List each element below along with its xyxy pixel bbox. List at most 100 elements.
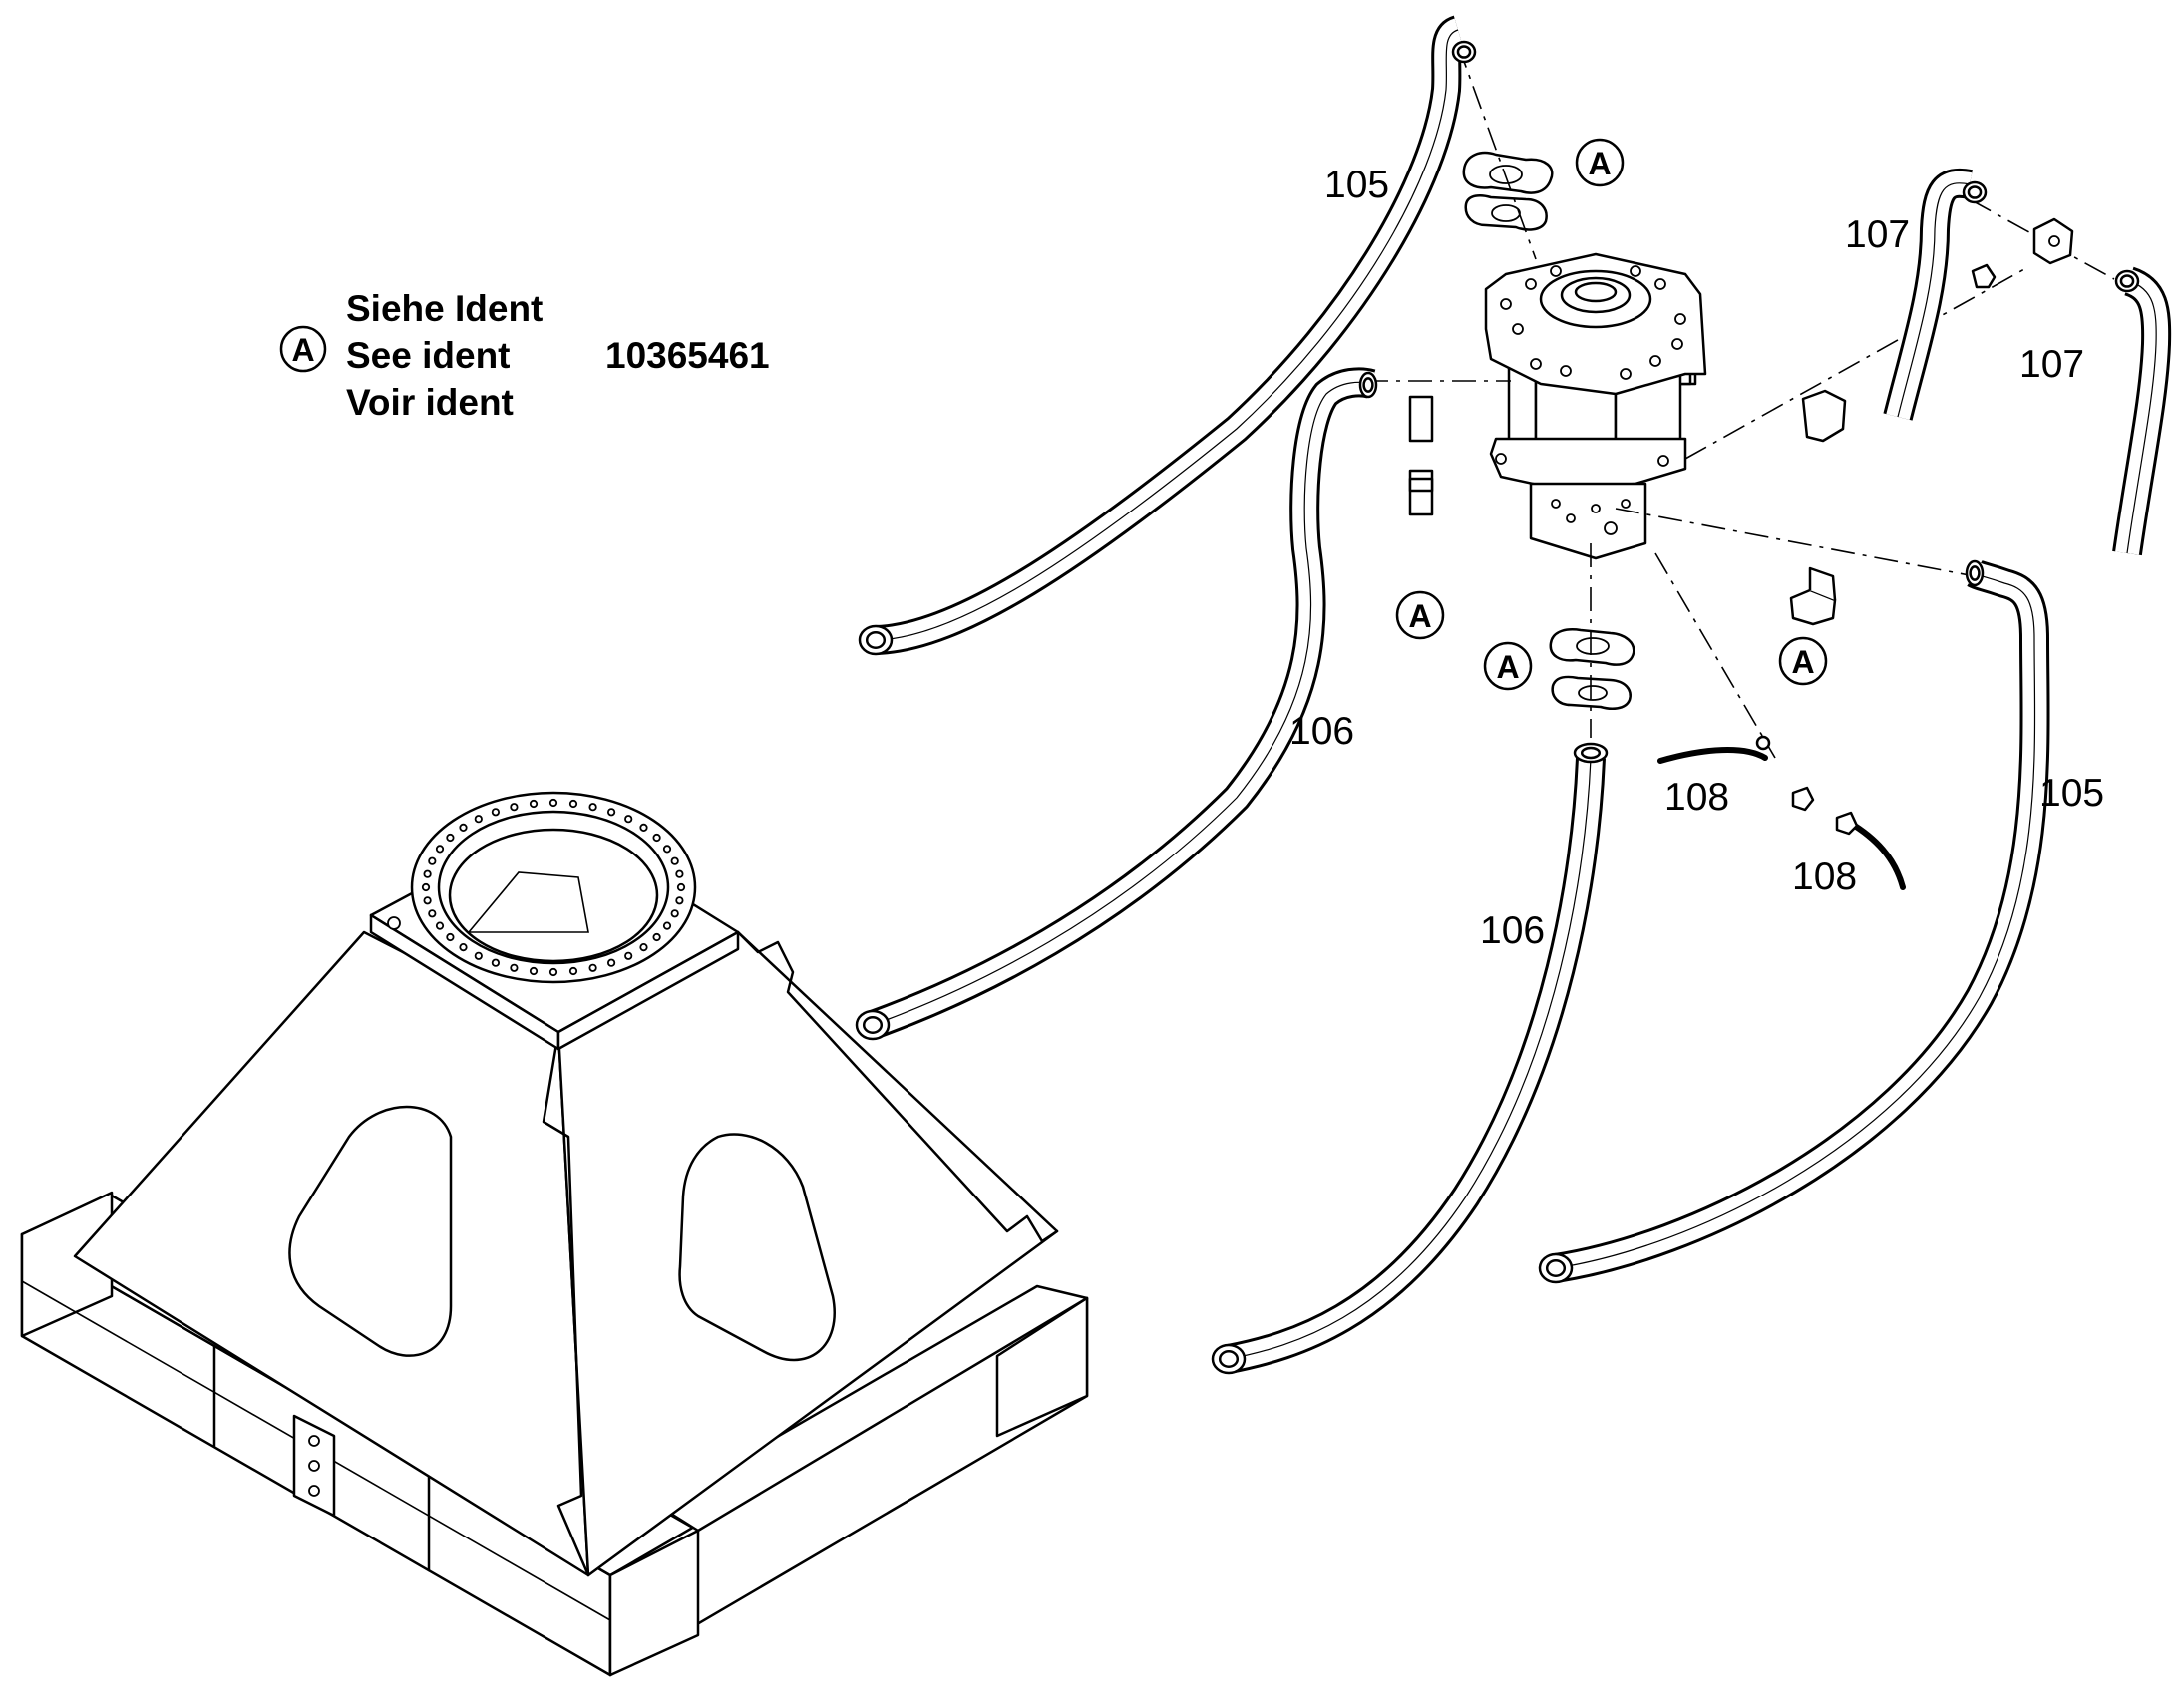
bolt-hole xyxy=(639,942,648,952)
bolt-hole xyxy=(459,823,468,833)
bolt-hole xyxy=(446,833,455,843)
flange-bolt-holes xyxy=(1500,265,1686,380)
svg-text:A: A xyxy=(1791,644,1814,680)
bolt-hole xyxy=(491,808,500,817)
part-label-108-right: 108 xyxy=(1792,855,1857,898)
bolt-hole xyxy=(510,803,519,812)
callout-a-top: A xyxy=(1575,138,1625,187)
frame-end-plate-right xyxy=(995,1296,1089,1438)
callout-a-right: A xyxy=(1778,636,1828,686)
bolt-hole xyxy=(474,951,483,960)
assembly-centerlines xyxy=(1364,44,2115,759)
part-label-105-top: 105 xyxy=(1324,164,1389,206)
bore-interior xyxy=(467,871,589,933)
slewing-ring-bolt-holes xyxy=(421,798,686,977)
housing-opening-right xyxy=(678,1133,836,1362)
bolt-hole xyxy=(421,882,431,892)
hose-106-left xyxy=(855,367,1378,1041)
bolt-hole xyxy=(588,963,597,972)
bolt-hole xyxy=(428,909,437,918)
bolt-hole xyxy=(548,967,558,977)
bolt-hole xyxy=(675,869,684,878)
hose-106-bottom xyxy=(1211,742,1609,1375)
housing-seam xyxy=(542,1030,590,1577)
bolt-hole xyxy=(423,869,432,878)
callout-circle-icon xyxy=(1575,138,1625,187)
housing-opening-left xyxy=(288,1105,453,1357)
bolt-hole xyxy=(652,932,661,942)
svg-text:A: A xyxy=(1408,598,1431,634)
hydraulic-motor-unit xyxy=(1484,252,1707,560)
housing-right-edge xyxy=(736,930,1059,1243)
bolt-hole xyxy=(588,803,597,812)
bolt-hole xyxy=(662,921,672,930)
part-label-106-left: 106 xyxy=(1289,710,1354,753)
callout-circle-icon xyxy=(1483,641,1533,691)
bolt-hole xyxy=(670,909,679,918)
bolt-hole xyxy=(606,808,616,817)
frame-housing-drawing xyxy=(20,791,1089,1677)
tube-108-b xyxy=(1847,820,1906,890)
bolt-hole xyxy=(662,845,672,854)
bolt-hole xyxy=(624,815,633,824)
bolt-hole xyxy=(459,942,468,952)
split-flange-right xyxy=(1789,389,1847,626)
bolt-hole xyxy=(676,882,686,892)
legend-symbol: A xyxy=(291,332,314,368)
bolt-hole xyxy=(675,896,684,905)
hose-105-right xyxy=(1538,559,2050,1284)
legend-line-de: Siehe Ident xyxy=(346,288,543,329)
part-label-107-upper: 107 xyxy=(1845,213,1910,256)
hose-107-upper xyxy=(1883,168,1988,421)
flange-clamp-top xyxy=(1462,151,1554,231)
legend: A Siehe Ident See ident Voir ident 10365… xyxy=(279,288,770,423)
bolt-hole xyxy=(446,932,455,942)
callout-circle-icon xyxy=(1395,590,1445,640)
bolt-hole xyxy=(428,856,437,865)
part-label-106-bottom: 106 xyxy=(1480,909,1545,952)
bolt-hole xyxy=(606,958,616,967)
motor-port-block xyxy=(1529,482,1647,560)
flange-clamp-bottom xyxy=(1549,628,1635,710)
legend-line-en: See ident xyxy=(346,335,511,376)
split-flange-left xyxy=(1408,395,1434,516)
callout-circle-icon xyxy=(1778,636,1828,686)
bolt-hole xyxy=(652,833,661,843)
bolt-hole xyxy=(435,921,445,930)
callout-a-center: A xyxy=(1483,641,1533,691)
bolt-hole xyxy=(510,963,519,972)
tube-108-a xyxy=(1657,747,1768,764)
frame-end-plate-left xyxy=(20,1191,114,1338)
part-label-108-left: 108 xyxy=(1664,776,1729,819)
part-label-107-lower: 107 xyxy=(2019,343,2084,386)
motor-lower-flange xyxy=(1489,437,1687,491)
hose-105-top xyxy=(858,15,1477,656)
bolt-hole xyxy=(548,798,558,808)
bolt-hole xyxy=(423,896,432,905)
bolt-hole xyxy=(670,856,679,865)
legend-circle-icon xyxy=(279,325,327,373)
bolt-hole xyxy=(474,815,483,824)
housing-top-plate-edge xyxy=(556,930,740,1051)
bolt-hole xyxy=(491,958,500,967)
hoses xyxy=(855,15,2172,1375)
legend-ident-number: 10365461 xyxy=(605,335,770,376)
bolt-hole xyxy=(639,823,648,833)
slewing-ring-bore xyxy=(448,828,659,963)
legend-line-fr: Voir ident xyxy=(346,382,514,423)
beam-bracket xyxy=(292,1414,336,1518)
bolt-hole xyxy=(529,799,539,809)
svg-text:A: A xyxy=(1588,146,1611,181)
callout-a-left: A xyxy=(1395,590,1445,640)
fitting-108 xyxy=(1755,735,1859,836)
frame-end-plate-front xyxy=(608,1529,700,1677)
part-label-105-right: 105 xyxy=(2039,772,2104,815)
bolt-hole xyxy=(568,799,578,809)
svg-text:A: A xyxy=(1496,649,1519,685)
bolt-hole xyxy=(624,951,633,960)
tee-fitting xyxy=(1971,217,2074,289)
bolt-hole xyxy=(529,966,539,976)
bolt-hole xyxy=(568,966,578,976)
hose-107-lower xyxy=(2112,266,2172,556)
